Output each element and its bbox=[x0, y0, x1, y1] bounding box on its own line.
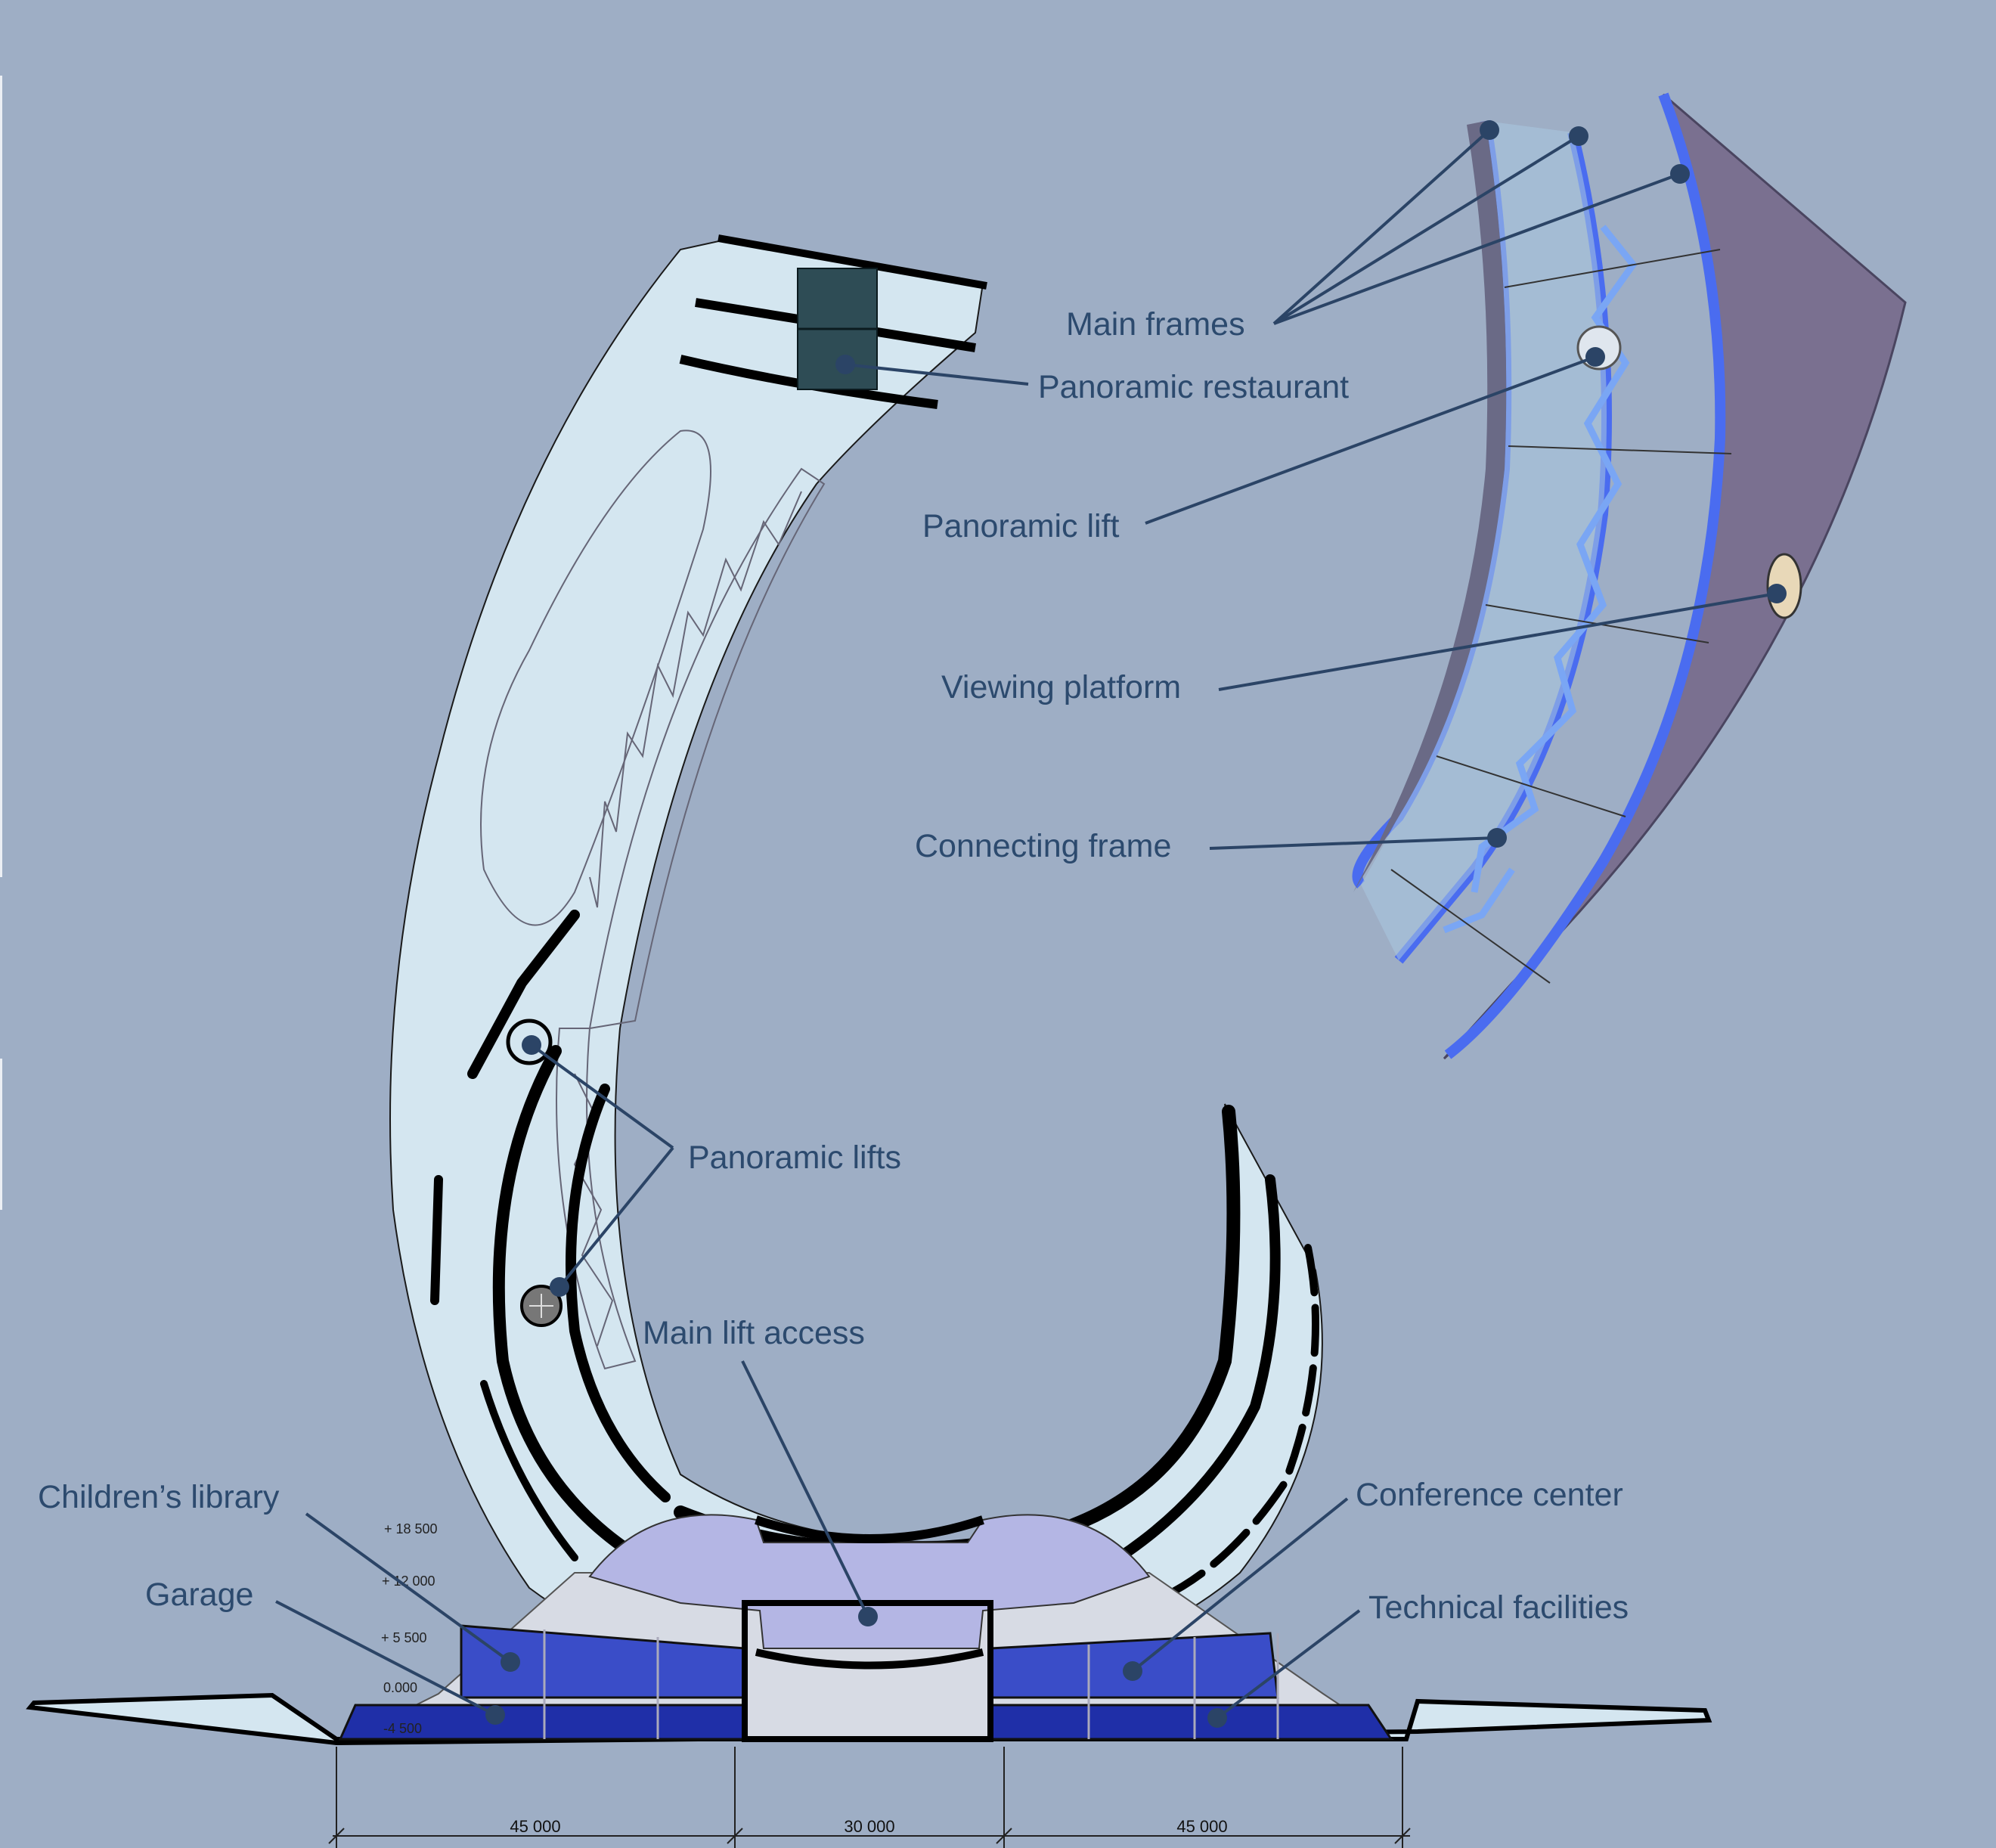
label-conference-center: Conference center bbox=[1356, 1477, 1623, 1513]
lift-markers bbox=[506, 1019, 563, 1327]
label-garage: Garage bbox=[145, 1577, 253, 1613]
dimension-lines bbox=[328, 1747, 1411, 1848]
label-panoramic-lifts: Panoramic lifts bbox=[688, 1139, 901, 1176]
label-panoramic-lift: Panoramic lift bbox=[922, 508, 1120, 544]
tower-section bbox=[389, 234, 1323, 1689]
frame-detail bbox=[1352, 92, 1907, 1060]
level-marker: + 5 500 bbox=[381, 1630, 427, 1645]
inner-bay-outline bbox=[480, 429, 711, 926]
central-shaft bbox=[742, 1600, 993, 1742]
label-main-frames: Main frames bbox=[1066, 306, 1245, 343]
labels: Main frames Panoramic restaurant Panoram… bbox=[38, 306, 1629, 1626]
cross-ribs bbox=[1390, 249, 1732, 984]
base-section bbox=[26, 1514, 1712, 1746]
connecting-truss bbox=[1443, 225, 1638, 934]
label-connecting-frame: Connecting frame bbox=[915, 828, 1171, 864]
dimension-label: 45 000 bbox=[510, 1817, 560, 1836]
leader-lines bbox=[275, 120, 1787, 1728]
right-technical-level bbox=[989, 1704, 1393, 1741]
level-markers: + 18 500 + 12 000 + 5 500 0.000 -4 500 bbox=[381, 1521, 438, 1736]
label-panoramic-restaurant: Panoramic restaurant bbox=[1038, 369, 1349, 405]
inner-shell bbox=[1353, 121, 1507, 892]
level-marker: -4 500 bbox=[383, 1721, 422, 1736]
dimension-label: 30 000 bbox=[844, 1817, 894, 1836]
glass-panels bbox=[1361, 121, 1607, 960]
level-marker: 0.000 bbox=[383, 1680, 417, 1695]
main-hall bbox=[588, 1514, 1151, 1649]
restaurant-pod bbox=[679, 234, 987, 409]
level-marker: + 18 500 bbox=[384, 1521, 438, 1536]
dimension-label: 45 000 bbox=[1176, 1817, 1227, 1836]
dimension-labels: 45 000 30 000 45 000 bbox=[510, 1817, 1227, 1836]
label-viewing-platform: Viewing platform bbox=[941, 669, 1181, 705]
label-main-lift-access: Main lift access bbox=[643, 1315, 865, 1351]
label-childrens-library: Children’s library bbox=[38, 1479, 280, 1515]
wing-dividers bbox=[543, 1629, 1279, 1739]
edge-marks bbox=[0, 76, 2, 1210]
ground-deck bbox=[26, 1692, 1712, 1746]
label-technical-facilities: Technical facilities bbox=[1368, 1589, 1629, 1626]
